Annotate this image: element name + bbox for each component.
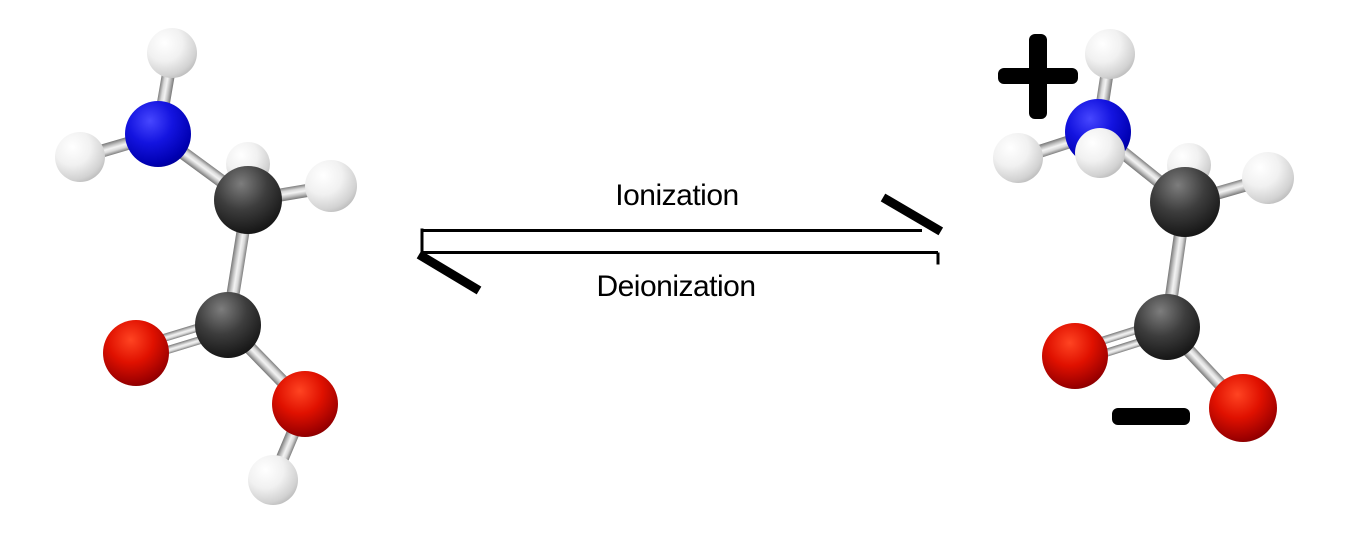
glycine-zwitterion-atom-C: [1134, 294, 1200, 360]
glycine-neutral-atom-O: [103, 320, 169, 386]
glycine-zwitterion-atom-H: [993, 133, 1043, 183]
reverse-reaction-label: Deionization: [596, 270, 756, 303]
reverse-arrow-shaft: [422, 250, 938, 254]
forward-arrow-shaft: [422, 228, 922, 232]
glycine-neutral-atom-H: [248, 455, 298, 505]
glycine-neutral-atom-C: [195, 292, 261, 358]
glycine-zwitterion-atom-C: [1150, 167, 1220, 237]
glycine-neutral-atom-O: [272, 371, 338, 437]
glycine-neutral-atom-H: [55, 132, 105, 182]
forward-reaction-label: Ionization: [615, 179, 739, 212]
glycine-zwitterion-atom-O: [1209, 374, 1277, 442]
forward-arrow-tail-tick: [420, 228, 424, 253]
reverse-arrow-tail-tick: [936, 252, 940, 264]
glycine-zwitterion-atom-H: [1242, 152, 1294, 204]
glycine-neutral-atom-N: [125, 101, 191, 167]
glycine-zwitterion-atom-H: [1075, 128, 1125, 178]
glycine-neutral-atom-H: [147, 28, 197, 78]
glycine-neutral-atom-H: [305, 160, 357, 212]
glycine-neutral-atom-C: [214, 166, 282, 234]
minus-charge-symbol: [1112, 407, 1190, 425]
plus-charge-symbol: [998, 68, 1078, 84]
reverse-arrowhead: [416, 250, 482, 294]
glycine-zwitterion-atom-H: [1085, 29, 1135, 79]
glycine-zwitterion-atom-O: [1042, 323, 1108, 389]
